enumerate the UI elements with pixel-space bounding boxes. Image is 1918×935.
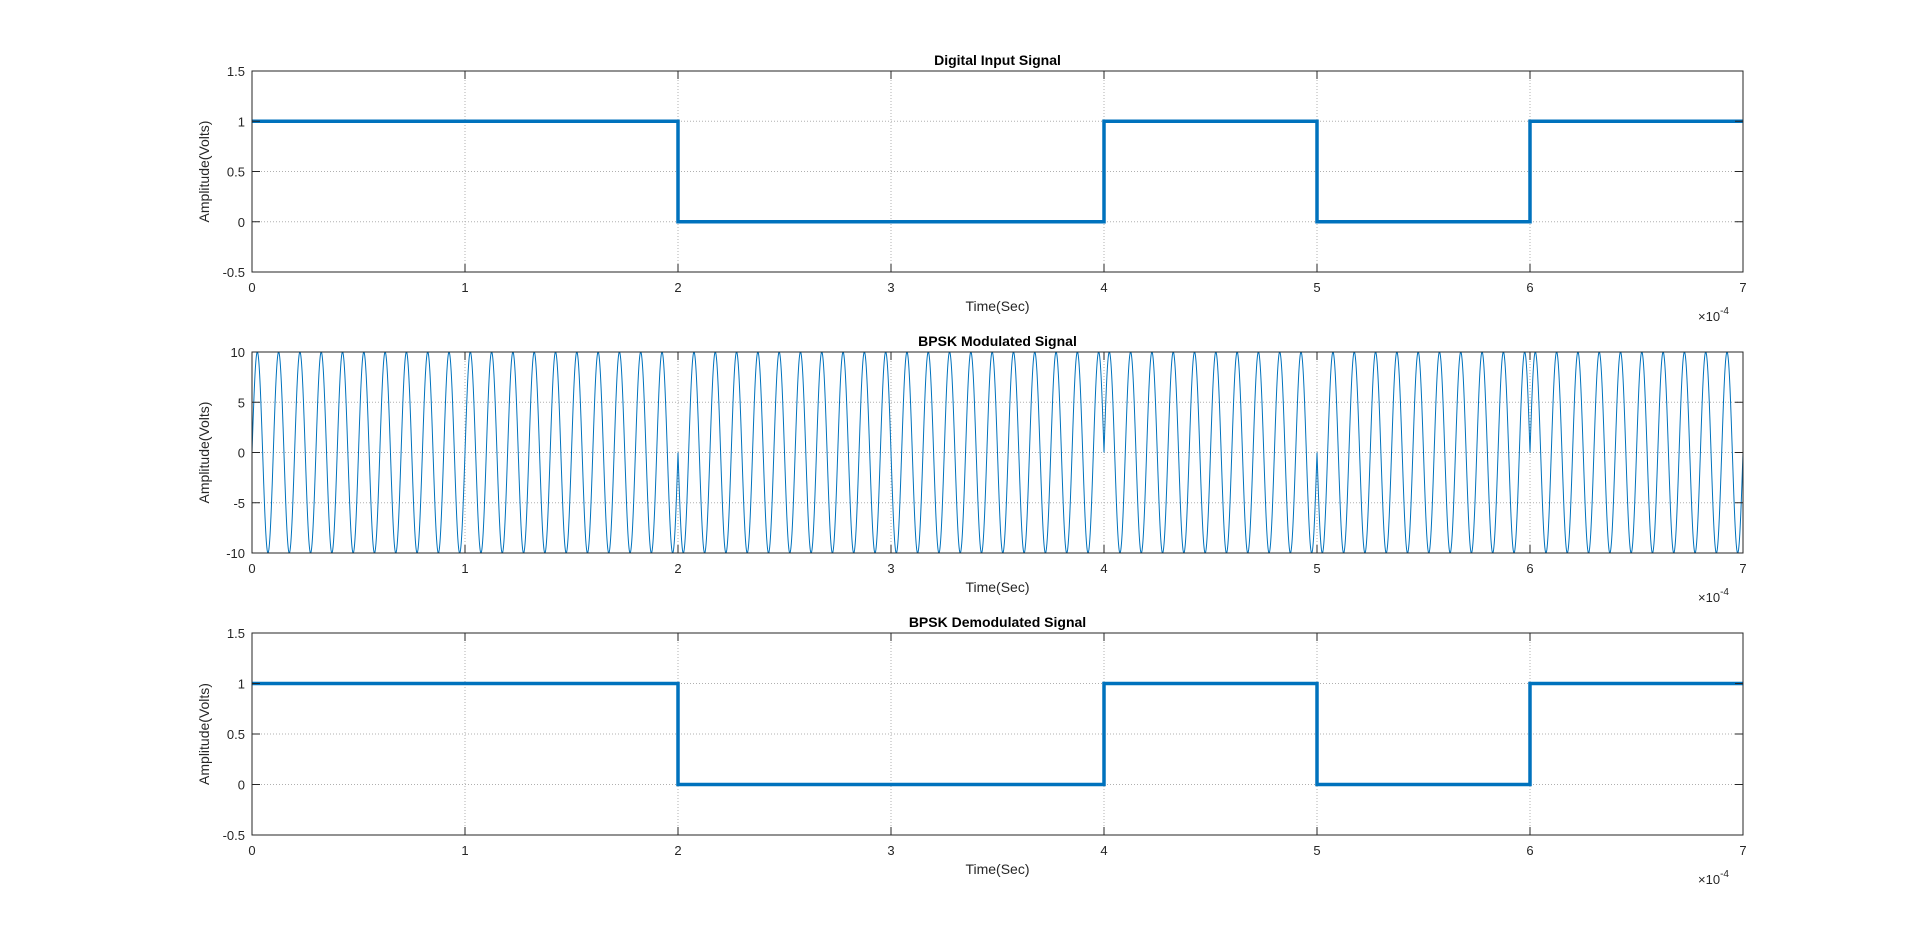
x-tick-label: 7: [1739, 843, 1746, 858]
y-tick-label: 0.5: [227, 165, 245, 180]
plot-area: [252, 71, 1743, 272]
chart-title: BPSK Modulated Signal: [918, 333, 1077, 349]
x-exponent-label: ×10-4: [1698, 306, 1729, 324]
x-axis-label: Time(Sec): [965, 579, 1029, 595]
y-axis-label: Amplitude(Volts): [196, 121, 212, 223]
y-tick-label: -0.5: [223, 265, 245, 280]
x-axis-label: Time(Sec): [965, 861, 1029, 877]
x-tick-label: 2: [674, 561, 681, 576]
x-tick-label: 5: [1313, 561, 1320, 576]
y-tick-label: 1: [238, 114, 245, 129]
x-tick-label: 3: [887, 280, 894, 295]
y-tick-label: 5: [238, 395, 245, 410]
x-tick-label: 2: [674, 843, 681, 858]
x-tick-label: 5: [1313, 280, 1320, 295]
y-tick-label: 0.5: [227, 727, 245, 742]
x-exponent-base: ×10: [1698, 309, 1720, 324]
x-exponent-power: -4: [1720, 306, 1729, 317]
x-tick-label: 2: [674, 280, 681, 295]
x-tick-label: 4: [1100, 280, 1107, 295]
x-tick-label: 6: [1526, 843, 1533, 858]
chart-title: Digital Input Signal: [934, 52, 1061, 68]
x-tick-label: 6: [1526, 280, 1533, 295]
x-tick-label: 7: [1739, 280, 1746, 295]
signal-line: [252, 681, 1743, 787]
x-tick-label: 6: [1526, 561, 1533, 576]
x-tick-label: 1: [461, 280, 468, 295]
y-tick-label: -5: [233, 496, 245, 511]
x-exponent-base: ×10: [1698, 872, 1720, 887]
y-tick-label: 0: [238, 215, 245, 230]
y-tick-label: 0: [238, 446, 245, 461]
y-tick-label: 1: [238, 677, 245, 692]
x-tick-label: 4: [1100, 561, 1107, 576]
x-tick-label: 0: [248, 280, 255, 295]
x-exponent-power: -4: [1720, 869, 1729, 880]
x-tick-label: 3: [887, 843, 894, 858]
x-tick-label: 1: [461, 561, 468, 576]
y-tick-label: -0.5: [223, 828, 245, 843]
signal-line: [252, 119, 1743, 224]
x-tick-label: 7: [1739, 561, 1746, 576]
chart-title: BPSK Demodulated Signal: [909, 614, 1086, 630]
y-axis-label: Amplitude(Volts): [196, 683, 212, 785]
x-exponent-power: -4: [1720, 587, 1729, 598]
y-tick-label: 10: [231, 345, 245, 360]
x-tick-label: 5: [1313, 843, 1320, 858]
x-tick-label: 4: [1100, 843, 1107, 858]
x-tick-label: 0: [248, 843, 255, 858]
y-tick-label: -10: [226, 546, 245, 561]
signal-line: [252, 352, 1743, 553]
x-exponent-label: ×10-4: [1698, 587, 1729, 605]
x-tick-label: 0: [248, 561, 255, 576]
subplot-2: 0 1 2 3 4 5 6 7 -10 -5 0 5 10 BPSK Modulated SignalTi…: [196, 333, 1747, 605]
x-tick-label: 1: [461, 843, 468, 858]
y-axis-label: Amplitude(Volts): [196, 402, 212, 504]
x-exponent-base: ×10: [1698, 590, 1720, 605]
x-axis-label: Time(Sec): [965, 298, 1029, 314]
y-tick-label: 1.5: [227, 64, 245, 79]
x-tick-label: 3: [887, 561, 894, 576]
plot-area: [252, 633, 1743, 835]
x-exponent-label: ×10-4: [1698, 869, 1729, 887]
y-tick-label: 0: [238, 778, 245, 793]
y-tick-label: 1.5: [227, 626, 245, 641]
